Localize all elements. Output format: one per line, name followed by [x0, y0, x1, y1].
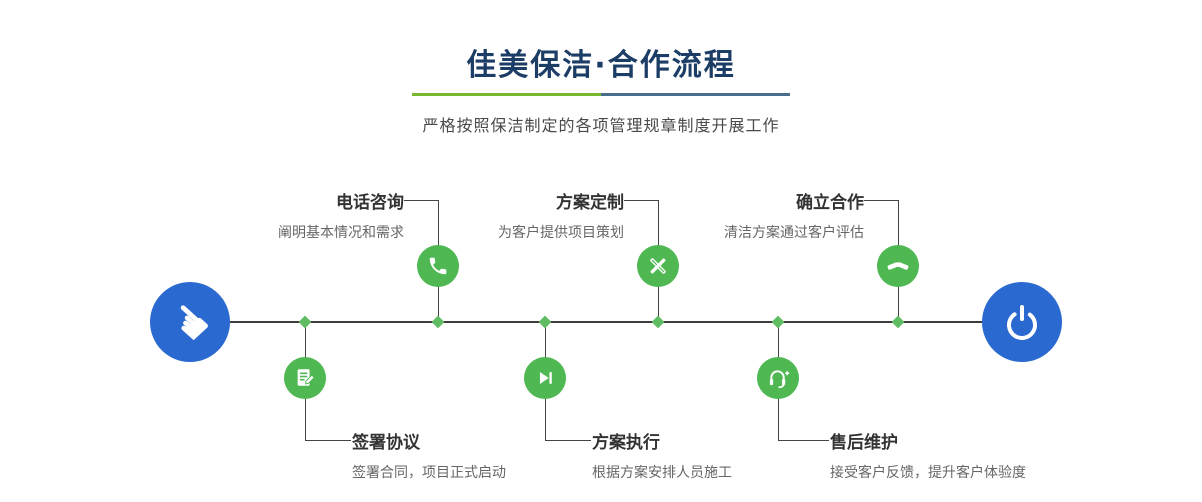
step-desc: 为客户提供项目策划	[498, 225, 624, 241]
design-tools-icon	[650, 258, 666, 274]
step-title: 电话咨询	[336, 193, 404, 213]
step-desc: 接受客户反馈，提升客户体验度	[830, 465, 1026, 481]
timeline-start-node: ☚	[150, 282, 230, 362]
step-desc: 清洁方案通过客户评估	[724, 225, 864, 241]
step-node-phone	[417, 245, 459, 287]
play-step-icon	[539, 372, 552, 384]
step-desc: 阐明基本情况和需求	[278, 225, 404, 241]
phone-icon	[429, 257, 447, 275]
step-title: 签署协议	[352, 433, 420, 453]
step-node-execute	[524, 357, 566, 399]
title-underline	[412, 93, 790, 96]
step-node-support	[757, 357, 799, 399]
page-subtitle: 严格按照保洁制定的各项管理规章制度开展工作	[422, 116, 780, 135]
step-title: 确立合作	[796, 193, 864, 213]
step-text-phone: 电话咨询 阐明基本情况和需求	[124, 188, 404, 242]
timeline-end-node	[982, 282, 1062, 362]
step-title: 方案执行	[592, 433, 660, 453]
step-node-design	[637, 245, 679, 287]
step-title: 方案定制	[556, 193, 624, 213]
step-title: 售后维护	[830, 433, 898, 453]
step-text-contract: 签署协议 签署合同，项目正式启动	[352, 428, 672, 482]
step-text-support: 售后维护 接受客户反馈，提升客户体验度	[830, 428, 1150, 482]
step-text-execute: 方案执行 根据方案安排人员施工	[592, 428, 912, 482]
headset-plus-icon	[769, 369, 789, 388]
step-text-handshake: 确立合作 清洁方案通过客户评估	[584, 188, 864, 242]
handshake-icon	[887, 262, 909, 270]
step-text-design: 方案定制 为客户提供项目策划	[344, 188, 624, 242]
timeline-line	[230, 321, 982, 323]
step-node-contract	[284, 357, 326, 399]
pointer-hand-icon: ☚	[156, 288, 224, 356]
underline-blue-segment	[601, 93, 790, 96]
step-desc: 签署合同，项目正式启动	[352, 465, 506, 481]
step-node-handshake	[877, 245, 919, 287]
page-title: 佳美保洁·合作流程	[466, 48, 736, 83]
underline-green-segment	[412, 93, 601, 96]
power-icon	[1007, 305, 1037, 340]
step-desc: 根据方案安排人员施工	[592, 465, 732, 481]
contract-sign-icon	[297, 369, 315, 386]
